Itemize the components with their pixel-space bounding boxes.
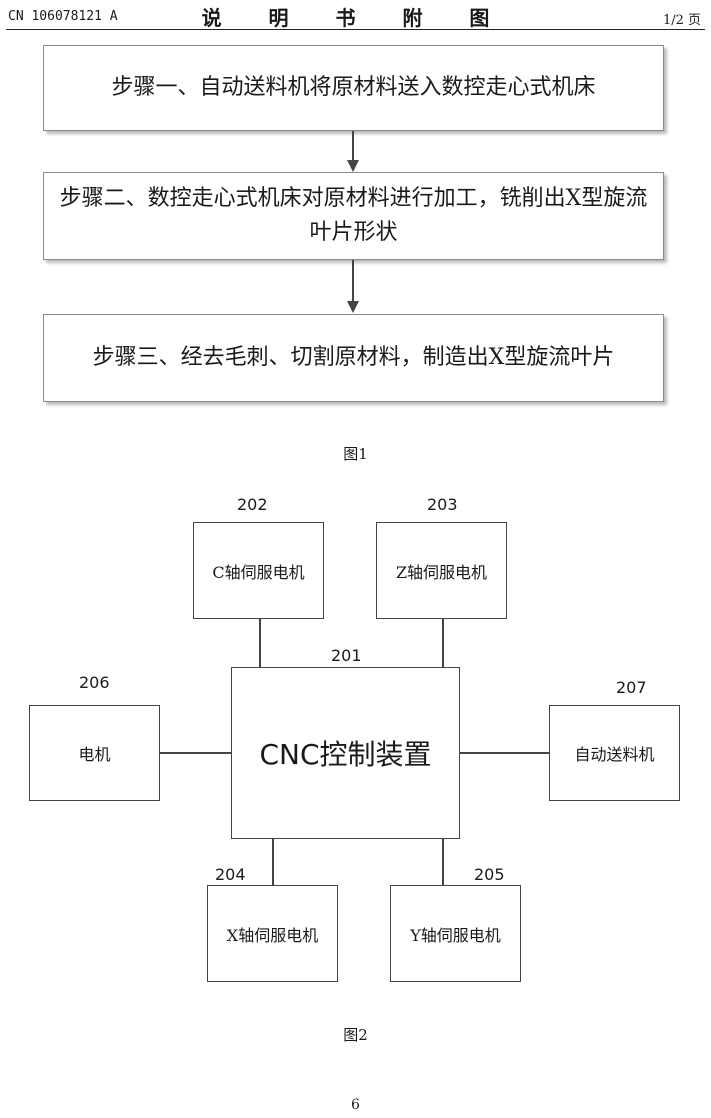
ref-206: 206 bbox=[79, 673, 110, 692]
step-two-text: 步骤二、数控走心式机床对原材料进行加工，铣削出X型旋流叶片形状 bbox=[59, 186, 648, 245]
c-axis-servo-box: C轴伺服电机 bbox=[193, 522, 324, 619]
header-divider bbox=[6, 29, 705, 30]
cnc-control-label: CNC控制装置 bbox=[259, 738, 432, 771]
x-axis-servo-label: X轴伺服电机 bbox=[226, 925, 319, 945]
step-one-text: 步骤一、自动送料机将原材料送入数控走心式机床 bbox=[111, 75, 596, 100]
step-three-text: 步骤三、经去毛刺、切割原材料，制造出X型旋流叶片 bbox=[92, 345, 615, 370]
page-indicator: 1/2 页 bbox=[662, 13, 701, 28]
ref-203: 203 bbox=[427, 495, 458, 514]
ref-202: 202 bbox=[237, 495, 268, 514]
step-one-box: 步骤一、自动送料机将原材料送入数控走心式机床 bbox=[43, 45, 664, 131]
auto-feeder-box: 自动送料机 bbox=[549, 705, 680, 801]
page-title: 说 明 书 附 图 bbox=[201, 6, 510, 30]
figure2-caption: 图2 bbox=[343, 1026, 368, 1044]
step-three-box: 步骤三、经去毛刺、切割原材料，制造出X型旋流叶片 bbox=[43, 314, 664, 402]
step-two-box: 步骤二、数控走心式机床对原材料进行加工，铣削出X型旋流叶片形状 bbox=[43, 172, 664, 260]
motor-label: 电机 bbox=[78, 745, 111, 764]
connector-201-202 bbox=[259, 619, 261, 667]
ref-204: 204 bbox=[215, 865, 246, 884]
ref-205: 205 bbox=[474, 865, 505, 884]
z-axis-servo-label: Z轴伺服电机 bbox=[395, 562, 488, 582]
motor-box: 电机 bbox=[29, 705, 160, 801]
x-axis-servo-box: X轴伺服电机 bbox=[207, 885, 338, 982]
connector-201-205 bbox=[442, 839, 444, 885]
ref-207: 207 bbox=[616, 678, 647, 697]
c-axis-servo-label: C轴伺服电机 bbox=[212, 562, 305, 582]
page-number: 6 bbox=[351, 1097, 360, 1113]
connector-201-204 bbox=[272, 839, 274, 885]
connector-201-206 bbox=[160, 752, 231, 754]
y-axis-servo-box: Y轴伺服电机 bbox=[390, 885, 521, 982]
ref-201: 201 bbox=[331, 646, 362, 665]
cnc-control-box: CNC控制装置 bbox=[231, 667, 460, 839]
y-axis-servo-label: Y轴伺服电机 bbox=[410, 925, 501, 945]
connector-201-203 bbox=[442, 619, 444, 667]
connector-201-207 bbox=[460, 752, 549, 754]
document-number: CN 106078121 A bbox=[8, 9, 118, 24]
auto-feeder-label: 自动送料机 bbox=[574, 745, 655, 764]
figure1-caption: 图1 bbox=[343, 445, 368, 463]
z-axis-servo-box: Z轴伺服电机 bbox=[376, 522, 507, 619]
